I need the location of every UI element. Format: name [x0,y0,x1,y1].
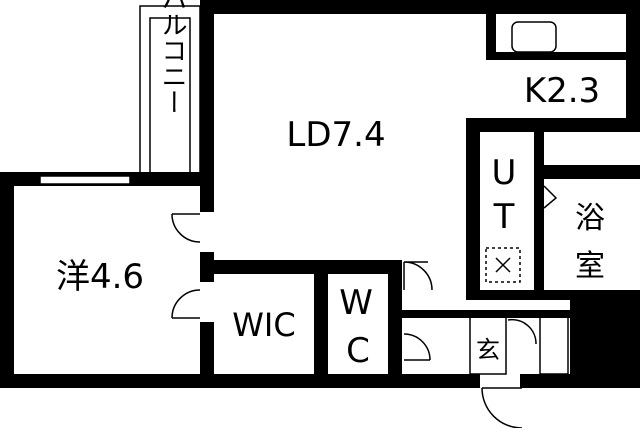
entrance-step [469,315,507,375]
wall-western-right-upper [200,172,214,212]
label-bath-top: 浴 [575,201,605,236]
door-bath [543,185,558,209]
door-entrance [481,387,523,428]
label-ut-bottom: T [493,197,515,237]
wall-ut-left [466,118,480,298]
wall-bottom-right [520,374,640,388]
door-ut [403,261,433,291]
washer-drain [495,257,511,273]
wall-right-upper [626,0,640,130]
label-wc-bottom: C [346,331,370,371]
label-entrance: 玄 [476,336,500,364]
wall-wic-right [314,260,328,382]
label-wc-top: W [339,283,373,323]
wall-bottom [0,374,480,388]
label-bath-bottom: 室 [575,249,605,284]
door-western-lower [171,289,201,319]
window-western [39,175,131,185]
label-western: 洋4.6 [56,257,144,297]
wall-wc-right [388,260,402,382]
wall-bath-top [534,165,640,179]
wall-ut-top [466,118,640,132]
washer-pan [485,247,521,283]
door-western-upper [171,213,201,243]
wall-right-lower [570,290,640,388]
label-kitchen: K2.3 [524,71,600,111]
wall-western-right-bottom [200,322,214,382]
kitchen-sink [511,21,557,53]
label-ut-top: U [492,153,517,193]
wall-ld-left [200,0,214,175]
wall-ut-right [534,118,544,293]
door-wc [403,333,431,361]
wall-kitchen-bottom [486,52,640,60]
door-entrance-swing [507,318,537,345]
wall-ld-bottom [200,260,400,274]
wall-top [200,0,640,14]
label-ld: LD7.4 [286,115,385,155]
shoe-box [539,315,569,375]
label-balcony-1: バルコニー [157,0,187,115]
wall-kitchen-left [486,0,496,58]
wall-western-left [0,172,14,388]
label-wic: WIC [232,306,295,344]
wall-entrance-top [400,310,570,318]
wall-ut-bottom [466,290,640,300]
